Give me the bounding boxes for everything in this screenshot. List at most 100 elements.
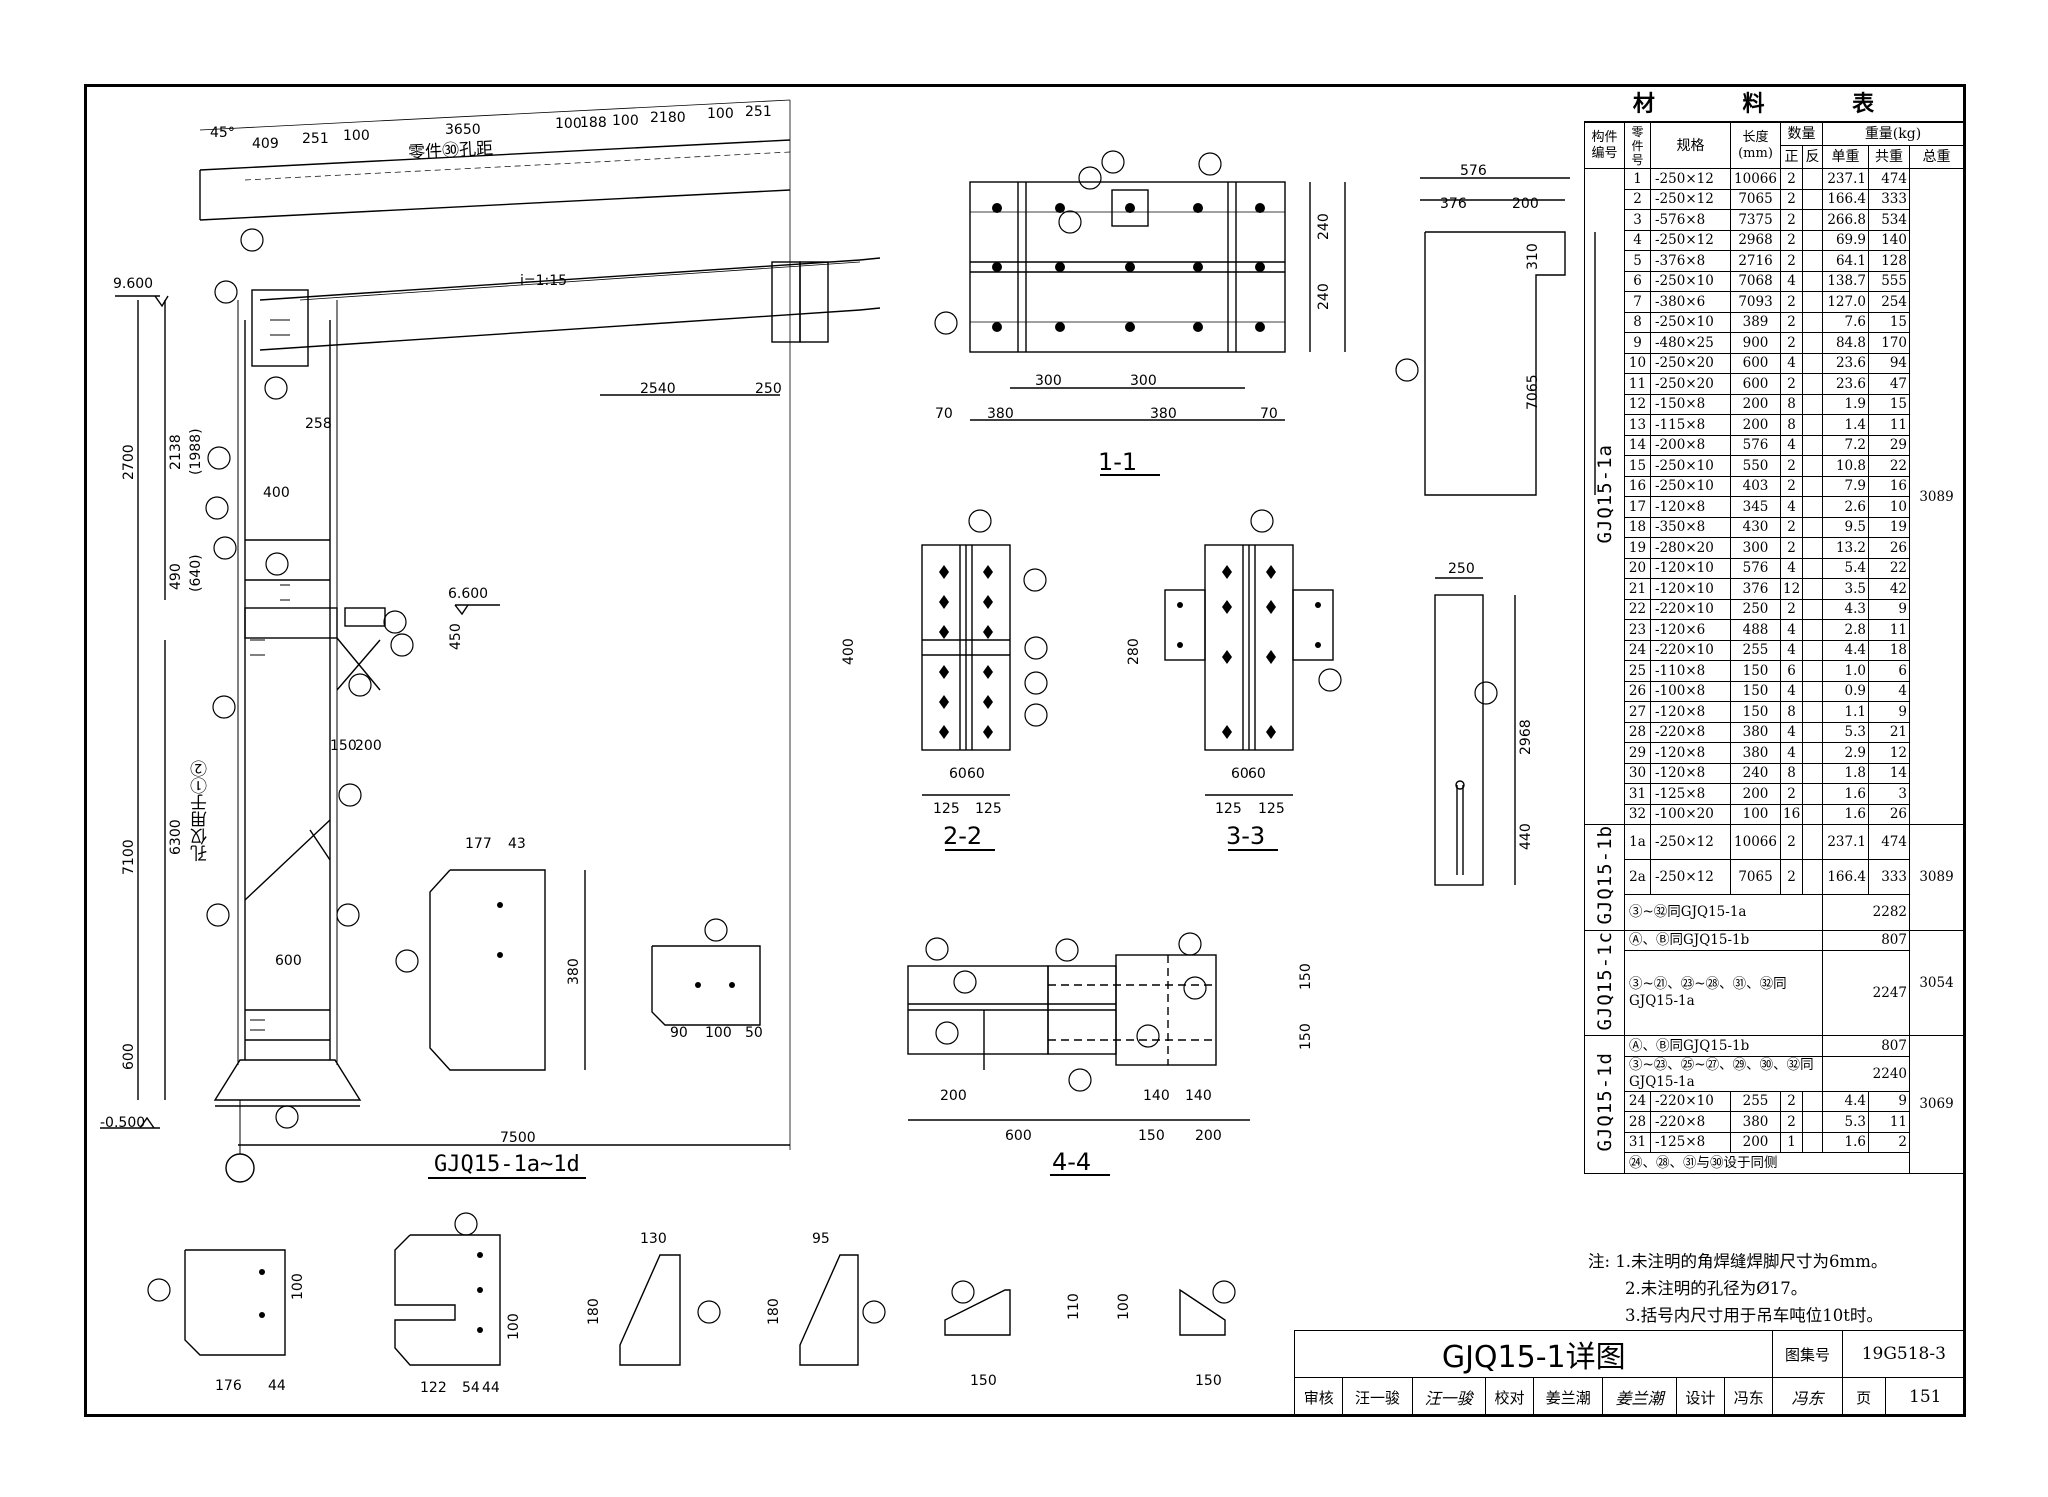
hole-spacing-note: 零件㉚孔距 xyxy=(407,138,494,164)
part-13-view xyxy=(799,1254,859,1366)
cell-unit-weight: 4.4 xyxy=(1822,1090,1869,1113)
svg-text:7500: 7500 xyxy=(500,1130,536,1146)
cell-sum-weight: 474 xyxy=(1868,823,1910,861)
cell-qty-neg xyxy=(1802,496,1823,518)
cell-spec: -250×10 xyxy=(1650,475,1731,497)
svg-text:400: 400 xyxy=(263,485,290,501)
column-hole-note: 孔仅用于①② xyxy=(191,760,211,862)
cell-unit-weight: 2.8 xyxy=(1822,619,1869,641)
svg-text:250: 250 xyxy=(755,381,782,397)
svg-text:50: 50 xyxy=(745,1025,763,1041)
cell-sum-weight: 9 xyxy=(1868,598,1910,620)
cell-sum-weight: 128 xyxy=(1868,250,1910,272)
cell-part-no: 21 xyxy=(1624,578,1651,600)
cell-unit-weight: 5.3 xyxy=(1822,721,1869,743)
material-table-title: 材 料 表 xyxy=(1584,87,1963,122)
svg-text:240: 240 xyxy=(1316,283,1332,310)
svg-text:409: 409 xyxy=(252,136,279,152)
cell-spec: -220×10 xyxy=(1650,639,1731,661)
cell-unit-weight: 4.3 xyxy=(1822,598,1869,620)
cell-qty-pos: 2 xyxy=(1780,455,1803,477)
cell-spec: -280×20 xyxy=(1650,537,1731,559)
cell-part-no: 6 xyxy=(1624,270,1651,292)
cell-length: 380 xyxy=(1730,721,1781,743)
svg-text:54: 54 xyxy=(462,1380,480,1396)
svg-text:2180: 2180 xyxy=(650,110,686,126)
part-30-view xyxy=(651,945,761,1026)
cell-part-no: 2a xyxy=(1624,859,1651,896)
cell-length: 403 xyxy=(1730,475,1781,497)
cell-qty-pos: 2 xyxy=(1780,537,1803,559)
cell-part-no: 9 xyxy=(1624,332,1651,354)
cell-length: 430 xyxy=(1730,516,1781,538)
row-1c-b-weight: 2247 xyxy=(1822,950,1910,1037)
svg-text:125: 125 xyxy=(1215,801,1242,817)
cell-part-no: 31 xyxy=(1624,783,1651,805)
cell-unit-weight: 127.0 xyxy=(1822,291,1869,313)
cell-qty-neg xyxy=(1802,537,1823,559)
svg-text:100: 100 xyxy=(555,116,582,132)
cell-sum-weight: 333 xyxy=(1868,859,1910,896)
cell-unit-weight: 7.6 xyxy=(1822,311,1869,333)
cell-part-no: 13 xyxy=(1624,414,1651,436)
svg-text:6.600: 6.600 xyxy=(448,586,488,602)
svg-text:90: 90 xyxy=(670,1025,688,1041)
cell-sum-weight: 21 xyxy=(1868,721,1910,743)
reviewer-signature: 汪一骏 xyxy=(1411,1377,1486,1417)
cell-sum-weight: 2 xyxy=(1868,1131,1910,1154)
cell-length: 200 xyxy=(1730,414,1781,436)
svg-text:150: 150 xyxy=(1195,1373,1222,1389)
cell-sum-weight: 26 xyxy=(1868,803,1910,825)
cell-qty-pos: 4 xyxy=(1780,680,1803,702)
svg-text:258: 258 xyxy=(305,416,332,432)
cell-qty-pos: 4 xyxy=(1780,742,1803,764)
cell-length: 7375 xyxy=(1730,209,1781,231)
drawing-title: GJQ15-1详图 xyxy=(1293,1329,1774,1379)
svg-text:176: 176 xyxy=(215,1378,242,1394)
title-block: GJQ15-1详图 图集号 19G518-3 审核 汪一骏 汪一骏 校对 姜兰潮… xyxy=(1293,1329,1967,1417)
cell-qty-pos: 4 xyxy=(1780,721,1803,743)
svg-text:100: 100 xyxy=(705,1025,732,1041)
checker-name: 姜兰潮 xyxy=(1533,1377,1604,1417)
cell-length: 389 xyxy=(1730,311,1781,333)
cell-qty-pos: 16 xyxy=(1780,803,1803,825)
cell-length: 10066 xyxy=(1730,168,1781,190)
svg-text:280: 280 xyxy=(1126,638,1142,665)
cell-sum-weight: 9 xyxy=(1868,701,1910,723)
cell-qty-neg xyxy=(1802,639,1823,661)
cell-qty-pos: 2 xyxy=(1780,823,1803,861)
cell-spec: -250×12 xyxy=(1650,188,1731,210)
cell-qty-pos: 6 xyxy=(1780,660,1803,682)
part-12-view xyxy=(619,1254,681,1366)
cell-part-no: 7 xyxy=(1624,291,1651,313)
cell-part-no: 25 xyxy=(1624,660,1651,682)
cell-part-no: 30 xyxy=(1624,762,1651,784)
cell-unit-weight: 84.8 xyxy=(1822,332,1869,354)
cell-qty-pos: 2 xyxy=(1780,859,1803,896)
cell-part-no: 24 xyxy=(1624,1090,1651,1113)
cell-qty-neg xyxy=(1802,209,1823,231)
cell-part-no: 1 xyxy=(1624,168,1651,190)
group-1c-total: 3054 xyxy=(1908,929,1965,1037)
cell-qty-neg xyxy=(1802,516,1823,538)
cell-spec: -250×10 xyxy=(1650,270,1731,292)
section-3-3 xyxy=(1164,544,1334,851)
cell-sum-weight: 16 xyxy=(1868,475,1910,497)
cell-sum-weight: 333 xyxy=(1868,188,1910,210)
cell-part-no: 8 xyxy=(1624,311,1651,333)
cell-sum-weight: 94 xyxy=(1868,352,1910,374)
cell-qty-neg xyxy=(1802,823,1823,861)
cell-sum-weight: 140 xyxy=(1868,229,1910,251)
cell-sum-weight: 47 xyxy=(1868,373,1910,395)
cell-qty-neg xyxy=(1802,270,1823,292)
cell-part-no: 1a xyxy=(1624,823,1651,861)
cell-length: 150 xyxy=(1730,660,1781,682)
svg-text:-0.500: -0.500 xyxy=(100,1115,145,1131)
